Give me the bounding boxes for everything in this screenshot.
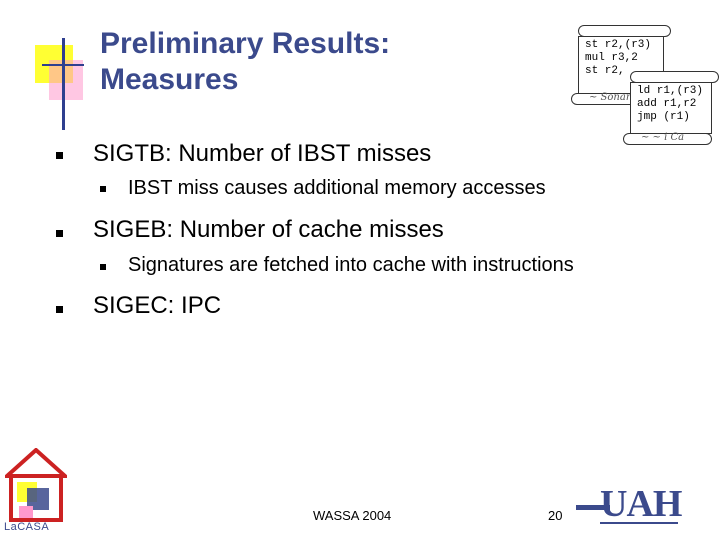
sub-bullet-marker (100, 264, 106, 270)
bullet-marker (56, 230, 63, 237)
scroll-top-roll (578, 25, 671, 37)
deco-vertical-line (62, 38, 65, 130)
sub-bullet-marker (100, 186, 106, 192)
bullet-marker (56, 152, 63, 159)
page-number: 20 (548, 508, 563, 523)
title-line-2: Measures (100, 63, 239, 96)
deco-horizontal-line (42, 64, 84, 66)
signature-scribble-icon: ~ Sonar Co~ (589, 92, 656, 103)
signature-scribble-icon: ~ ~ i Ca (641, 132, 685, 143)
bullet-3-text: SIGEC: IPC (93, 292, 222, 319)
scroll-top-roll (630, 71, 719, 83)
footer-conference: WASSA 2004 (313, 508, 392, 523)
scroll-2-code: ld r1,(r3) add r1,r2 jmp (r1) (637, 85, 704, 123)
uah-logo-underline (600, 522, 678, 524)
title-line-1: Preliminary Results: (100, 27, 391, 60)
scroll-bottom-roll (623, 133, 712, 145)
uah-logo: UAH (600, 483, 682, 525)
code-scroll-1: st r2,(r3) mul r3,2 st r2, ~ Sonar Co~ (571, 25, 671, 105)
deco-pink-square (49, 60, 83, 100)
bullet-marker (56, 306, 63, 313)
lacasa-logo-text: LaCASA (4, 521, 50, 533)
code-scroll-2: ld r1,(r3) add r1,r2 jmp (r1) ~ ~ i Ca (623, 71, 719, 145)
bullet-2-sub-text: Signatures are fetched into cache with i… (128, 254, 574, 276)
uah-logo-bar (576, 505, 610, 510)
slide-title: Preliminary Results: Measures (100, 26, 390, 98)
bullet-1-sub-text: IBST miss causes additional memory acces… (128, 177, 546, 199)
bullet-2-text: SIGEB: Number of cache misses (93, 216, 444, 243)
scroll-1-code: st r2,(r3) mul r3,2 st r2, (585, 39, 652, 77)
bullet-1-text: SIGTB: Number of IBST misses (93, 140, 432, 167)
lacasa-house-logo-icon (5, 448, 67, 522)
